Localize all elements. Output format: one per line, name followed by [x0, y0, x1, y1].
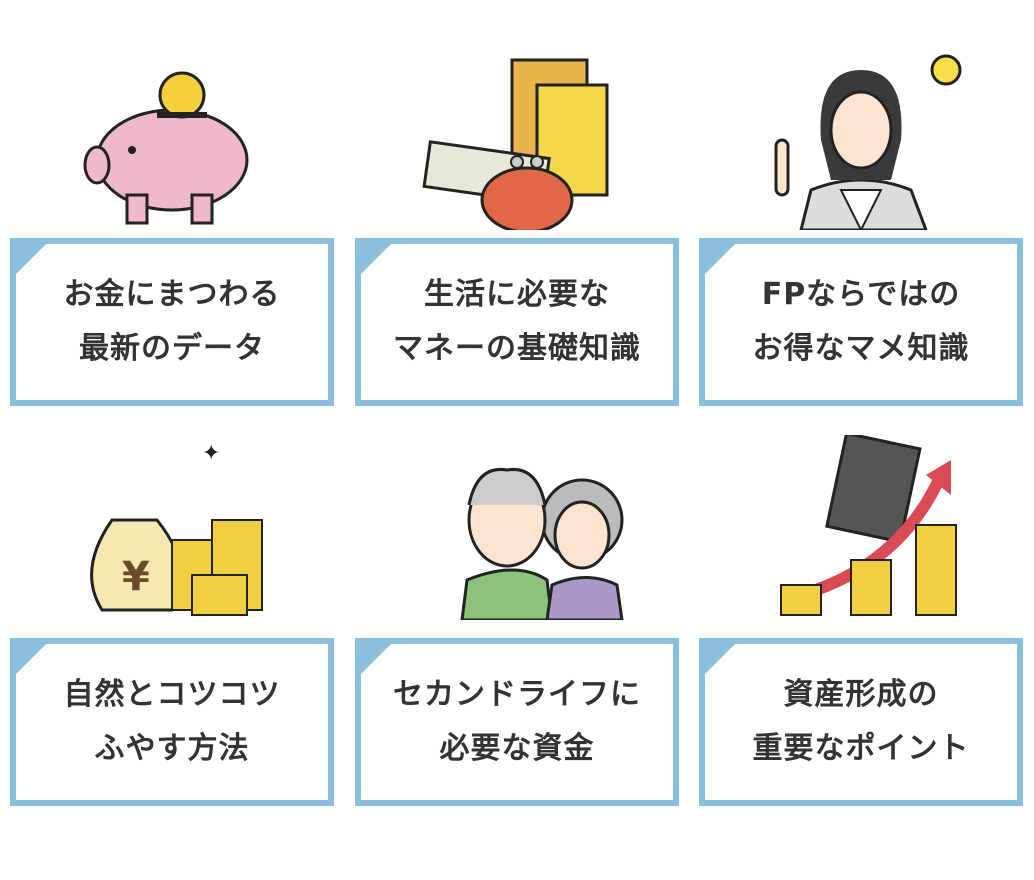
card-title-line1: お金にまつわる	[63, 277, 281, 312]
card-title-line1: 資産形成の	[783, 677, 939, 712]
menu-card[interactable]: 生活に必要な マネーの基礎知識	[355, 238, 679, 406]
menu-card[interactable]: セカンドライフに 必要な資金	[355, 638, 679, 806]
menu-card[interactable]: お金にまつわる 最新のデータ	[10, 238, 334, 406]
calculator-growth-icon	[699, 430, 1023, 620]
card-title-line1: FPならではの	[761, 277, 961, 312]
senior-couple-icon	[355, 430, 679, 620]
books-money-icon	[355, 30, 679, 230]
card-title-line2: 必要な資金	[439, 731, 595, 766]
menu-item-second-life[interactable]: セカンドライフに 必要な資金	[355, 430, 679, 806]
menu-item-asset-building[interactable]: 資産形成の 重要なポイント	[699, 430, 1023, 806]
card-title-line2: 重要なポイント	[752, 731, 970, 766]
card-title-line1: 自然とコツコツ	[63, 677, 281, 712]
card-title-line2: ふやす方法	[94, 731, 250, 766]
card-title-line1: 生活に必要な	[424, 277, 610, 312]
money-bag-coins-icon: ¥✦	[10, 430, 334, 620]
menu-item-fp-tips[interactable]: FPならではの お得なマメ知識	[699, 30, 1023, 406]
menu-item-money-data[interactable]: お金にまつわる 最新のデータ	[10, 30, 334, 406]
piggy-bank-icon	[10, 30, 334, 230]
menu-item-money-basics[interactable]: 生活に必要な マネーの基礎知識	[355, 30, 679, 406]
card-title-line2: お得なマメ知識	[752, 331, 970, 366]
svg-text:✦: ✦	[202, 441, 220, 466]
card-title-line2: 最新のデータ	[79, 331, 265, 366]
card-title-line2: マネーの基礎知識	[393, 331, 641, 366]
advisor-lightbulb-icon	[699, 30, 1023, 230]
menu-card[interactable]: FPならではの お得なマメ知識	[699, 238, 1023, 406]
menu-card[interactable]: 資産形成の 重要なポイント	[699, 638, 1023, 806]
menu-item-steady-growth[interactable]: ¥✦ 自然とコツコツ ふやす方法	[10, 430, 334, 806]
svg-text:¥: ¥	[122, 554, 150, 600]
menu-card[interactable]: 自然とコツコツ ふやす方法	[10, 638, 334, 806]
card-title-line1: セカンドライフに	[393, 677, 641, 712]
